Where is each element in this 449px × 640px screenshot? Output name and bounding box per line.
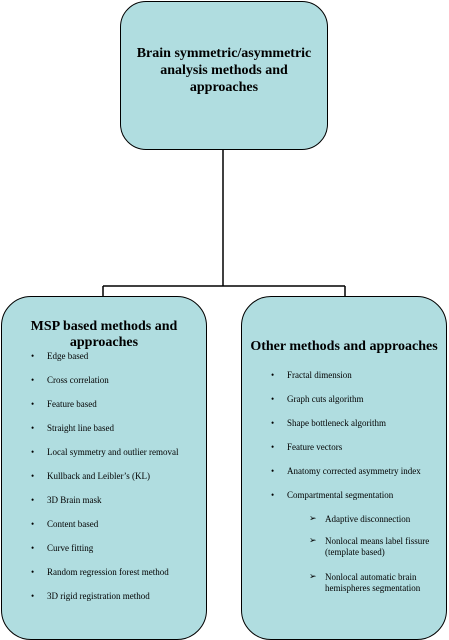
bullet-icon: • [31, 543, 35, 553]
bullet-icon: • [31, 591, 35, 601]
bullet-icon: • [271, 418, 275, 428]
bullet-icon: • [31, 519, 35, 529]
bullet-icon: • [271, 490, 275, 500]
root-node: Brain symmetric/asymmetric analysis meth… [120, 1, 328, 150]
bullet-icon: • [31, 399, 35, 409]
bullet-icon: • [31, 423, 35, 433]
arrowhead-bullet-icon: ➢ [309, 536, 317, 546]
list-item-label: Compartmental segmentation [287, 490, 394, 500]
msp-methods-title: MSP based methods and approaches [30, 319, 178, 350]
bullet-icon: • [271, 394, 275, 404]
list-item-label: 3D rigid registration method [47, 591, 150, 601]
list-item-label: Feature vectors [287, 442, 343, 452]
list-item-label: Content based [47, 519, 99, 529]
bullet-icon: • [31, 375, 35, 385]
sub-list-item-label: Adaptive disconnection [325, 514, 411, 524]
arrowhead-bullet-icon: ➢ [309, 572, 317, 582]
arrowhead-bullet-icon: ➢ [309, 514, 317, 524]
other-methods-title: Other methods and approaches [250, 339, 438, 354]
bullet-icon: • [31, 351, 35, 361]
list-item-label: Random regression forest method [47, 567, 169, 577]
list-item-label: Shape bottleneck algorithm [287, 418, 386, 428]
bullet-icon: • [31, 495, 35, 505]
list-item-label: Feature based [47, 399, 97, 409]
bullet-icon: • [31, 447, 35, 457]
root-title: Brain symmetric/asymmetric analysis meth… [136, 46, 312, 95]
list-item-label: Straight line based [47, 423, 114, 433]
list-item-label: Fractal dimension [287, 370, 352, 380]
sub-list-item-label: Nonlocal automatic brain hemispheres seg… [325, 572, 421, 593]
bullet-icon: • [31, 471, 35, 481]
other-methods-node: Other methods and approaches • Fractal di… [241, 296, 447, 640]
list-item-label: Curve fitting [47, 543, 94, 553]
bullet-icon: • [271, 466, 275, 476]
list-item-label: Cross correlation [47, 375, 109, 385]
list-item-label: Local symmetry and outlier removal [47, 447, 179, 457]
list-item-label: Graph cuts algorithm [287, 394, 364, 404]
list-item-label: Edge based [47, 351, 89, 361]
sub-list-item-label: Nonlocal means label fissure (template b… [325, 536, 430, 557]
bullet-icon: • [271, 442, 275, 452]
msp-methods-node: MSP based methods and approaches • Edge b… [1, 296, 207, 640]
bullet-icon: • [271, 370, 275, 380]
bullet-icon: • [31, 567, 35, 577]
list-item-label: 3D Brain mask [47, 495, 102, 505]
list-item-label: Anatomy corrected asymmetry index [287, 466, 421, 476]
list-item-label: Kullback and Leibler’s (KL) [47, 471, 151, 481]
